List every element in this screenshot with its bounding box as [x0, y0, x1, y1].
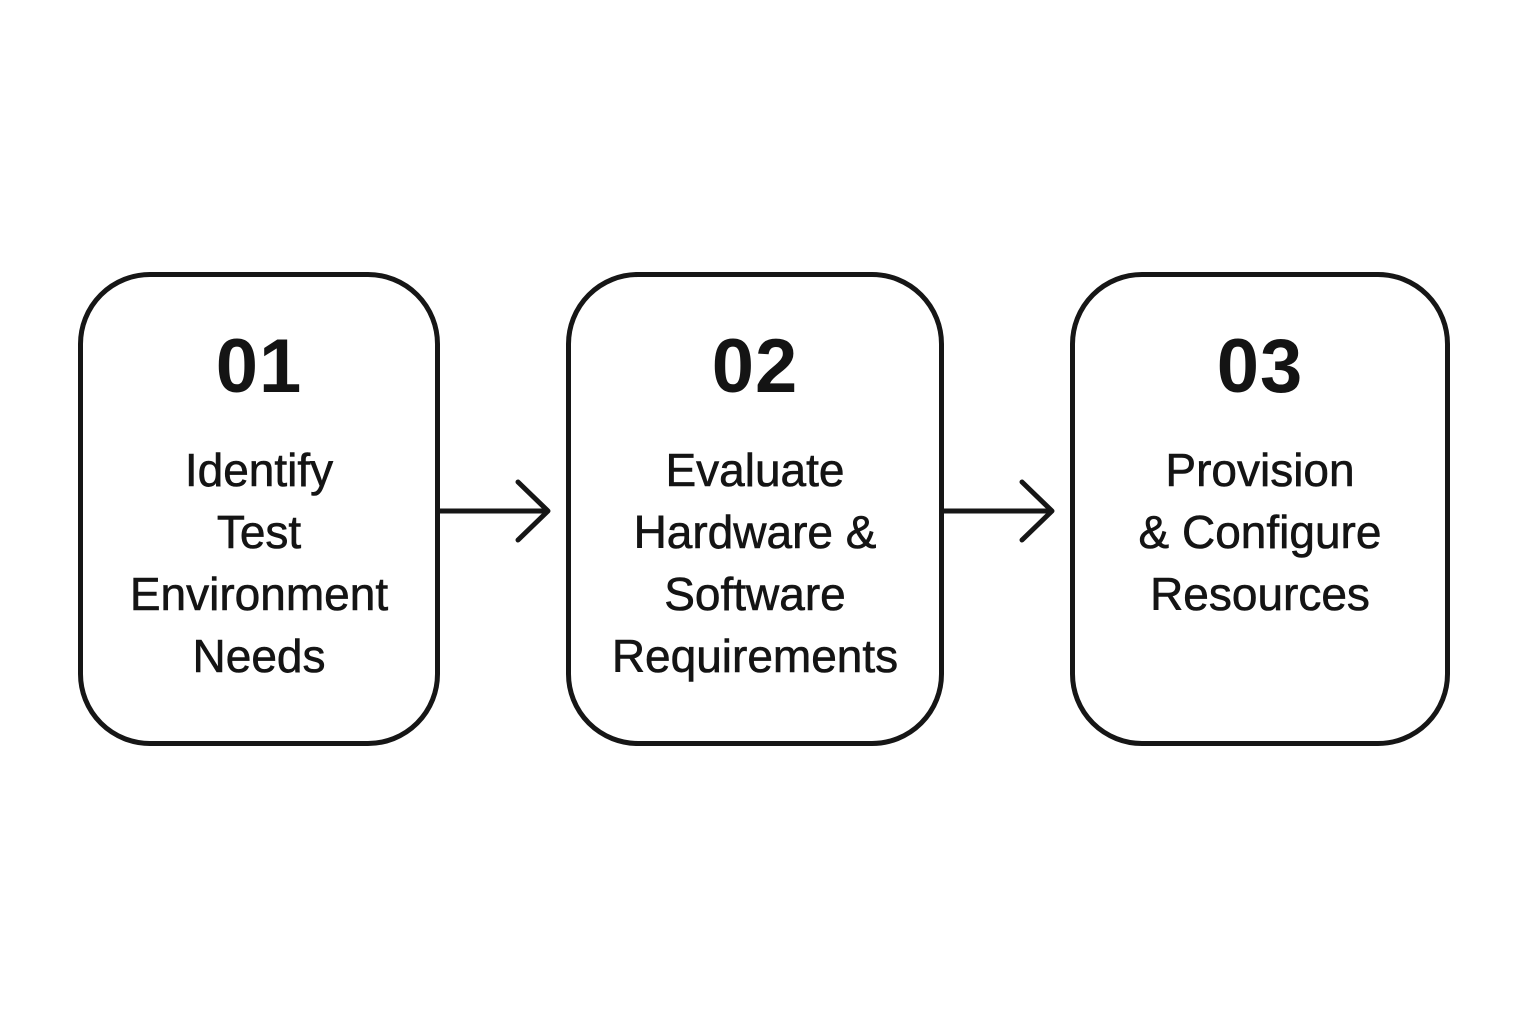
- step-label-line: Software: [664, 568, 846, 621]
- step-box-provision: 03 Provision & Configure Resources: [1070, 272, 1450, 746]
- step-label-line: Environment: [129, 568, 389, 621]
- step-label-line: Evaluate: [665, 444, 845, 497]
- step-label: Identify Test Environment Needs: [83, 439, 435, 687]
- step-label-line: Provision: [1165, 444, 1355, 497]
- arrow-right-icon: [942, 479, 1055, 543]
- step-box-identify: 01 Identify Test Environment Needs: [78, 272, 440, 746]
- step-label-line: Requirements: [611, 630, 899, 683]
- step-label-line: Resources: [1150, 568, 1370, 621]
- step-label-line: & Configure: [1138, 506, 1382, 559]
- step-number: 03: [1216, 324, 1304, 409]
- step-label: Evaluate Hardware & Software Requirement…: [571, 439, 939, 687]
- step-label-line: Needs: [192, 630, 326, 683]
- step-box-evaluate: 02 Evaluate Hardware & Software Requirem…: [566, 272, 944, 746]
- step-label-line: Identify: [184, 444, 334, 497]
- step-label: Provision & Configure Resources: [1075, 439, 1445, 625]
- step-number: 02: [711, 324, 799, 409]
- step-number: 01: [215, 324, 303, 409]
- step-label-line: Hardware &: [633, 506, 877, 559]
- step-label-line: Test: [216, 506, 302, 559]
- arrow-right-icon: [438, 479, 551, 543]
